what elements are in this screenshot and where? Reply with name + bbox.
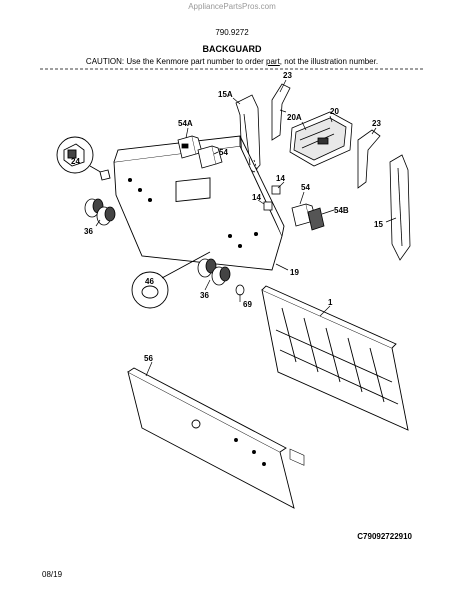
callout-15: 15 <box>374 220 383 229</box>
part-23-bracket-upper <box>271 83 291 141</box>
part-19-backguard-panel <box>113 135 285 271</box>
part-14-indicator-a <box>271 185 281 195</box>
part-46-detail-circle <box>131 251 211 309</box>
caution-note: CAUTION: Use the Kenmore part number to … <box>0 57 464 66</box>
part-24-detail-circle <box>56 136 111 181</box>
callout-54-lower: 54 <box>301 183 310 192</box>
caution-text-after: , not the illustration number. <box>279 57 379 66</box>
part-54b-switch <box>307 207 325 231</box>
part-23-bracket-right <box>357 129 381 189</box>
watermark-text: AppliancePartsPros.com <box>188 2 276 11</box>
part-15-end-bracket <box>389 154 411 261</box>
part-20-control-board <box>289 111 353 167</box>
part-36-knobs-left <box>84 198 116 226</box>
part-56-lower-panel <box>127 367 295 509</box>
callout-24: 24 <box>71 157 80 166</box>
callout-36-left: 36 <box>84 227 93 236</box>
section-title: BACKGUARD <box>202 44 262 54</box>
callout-36-lower: 36 <box>200 291 209 300</box>
callout-56: 56 <box>144 354 153 363</box>
part-1-rear-cover <box>261 285 409 466</box>
model-number: 790.9272 <box>215 28 249 37</box>
callout-54a: 54A <box>178 119 193 128</box>
callout-54b: 54B <box>334 206 349 215</box>
callout-20: 20 <box>330 107 339 116</box>
part-69-stem <box>235 284 245 296</box>
callout-19: 19 <box>290 268 299 277</box>
callout-23-upper: 23 <box>283 71 292 80</box>
page-date: 08/19 <box>42 570 63 579</box>
part-54-switch-top <box>197 145 223 169</box>
callout-14-upper: 14 <box>276 174 285 183</box>
part-36-knobs-lower <box>197 258 231 286</box>
callout-15a: 15A <box>218 90 233 99</box>
callout-14-lower: 14 <box>252 193 261 202</box>
part-14-indicator-b <box>263 201 273 211</box>
caution-text-before: CAUTION: Use the Kenmore part number to … <box>85 57 266 66</box>
leader-lines <box>95 79 397 377</box>
callout-23-right: 23 <box>372 119 381 128</box>
callout-46: 46 <box>145 277 154 286</box>
diagram-code: C79092722910 <box>357 532 412 541</box>
callout-54-top: 54 <box>219 148 228 157</box>
callout-20a: 20A <box>287 113 302 122</box>
callout-1: 1 <box>328 298 333 307</box>
callout-69: 69 <box>243 300 252 309</box>
caution-part-word: part <box>266 57 280 66</box>
